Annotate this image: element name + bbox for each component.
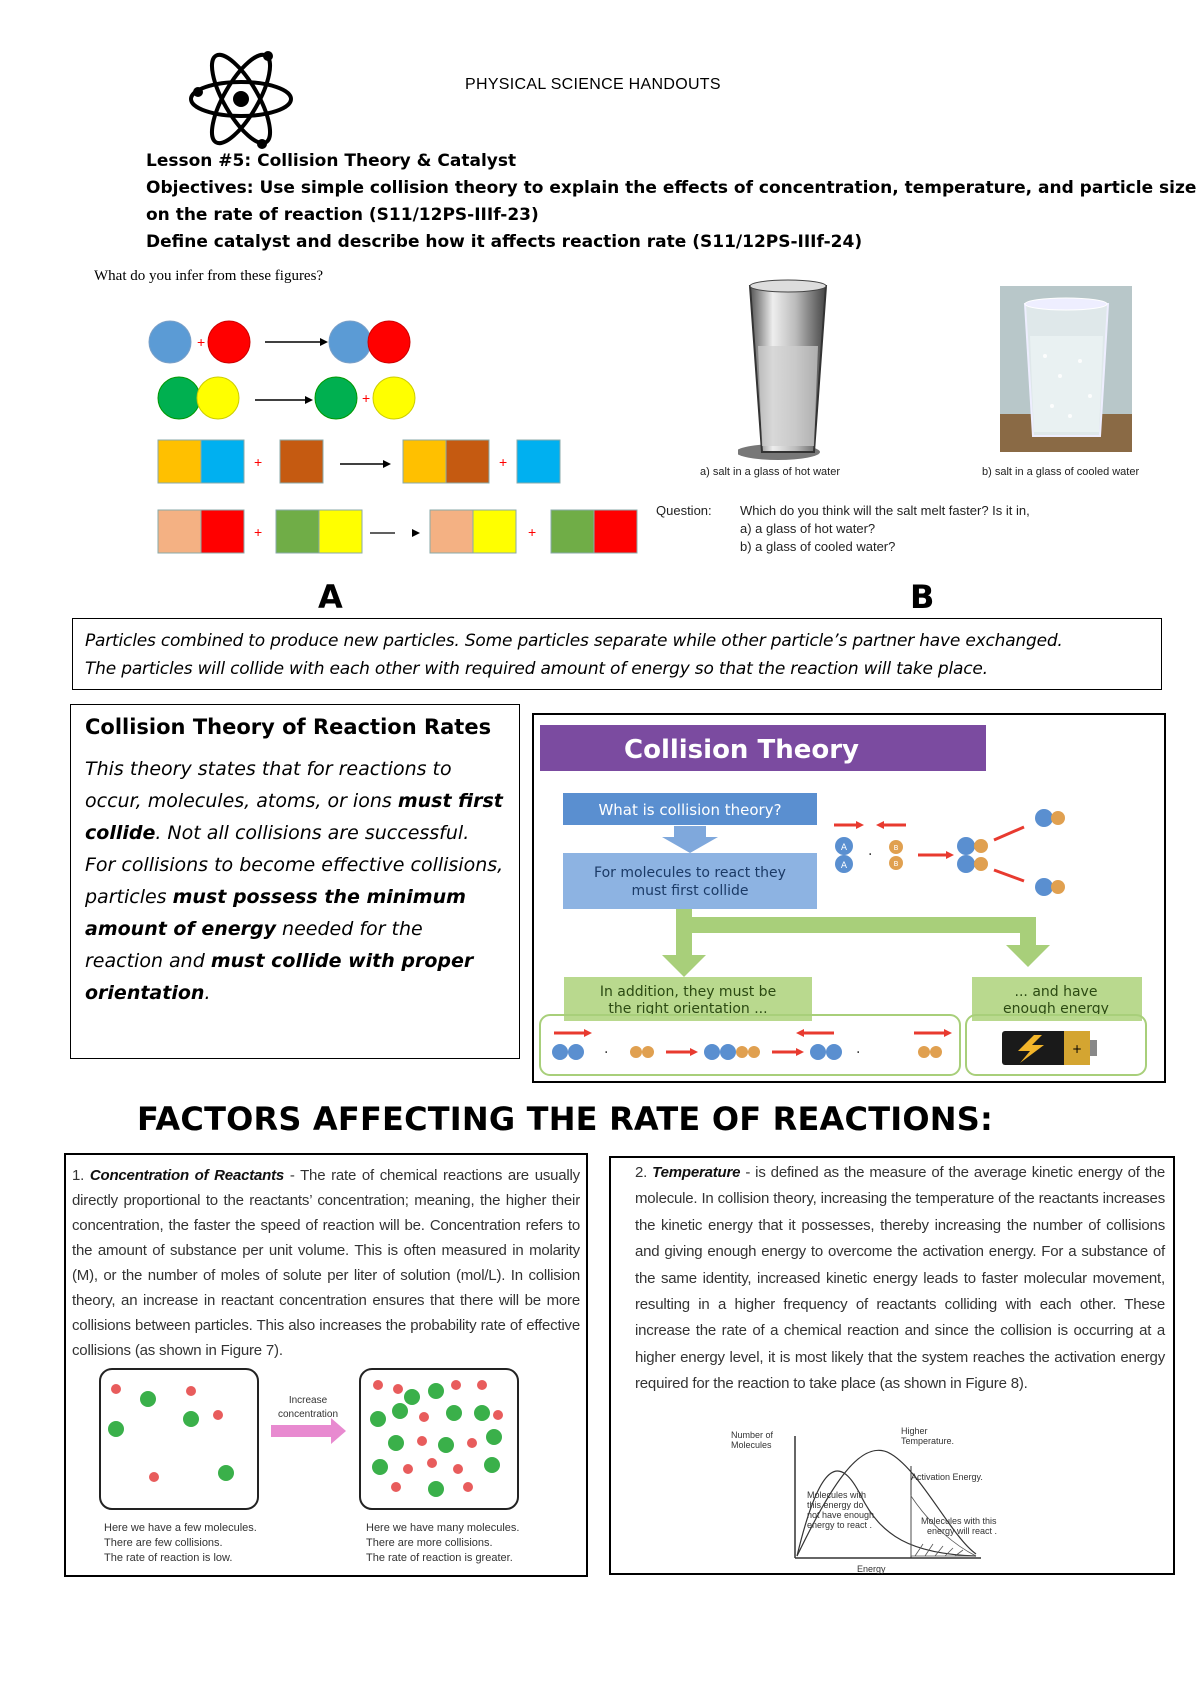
inference-answer-box: Particles combined to produce new partic… — [72, 618, 1162, 690]
page-header-title: PHYSICAL SCIENCE HANDOUTS — [465, 76, 721, 93]
figure-b-label: B — [910, 578, 935, 616]
factors-heading: FACTORS AFFECTING THE RATE OF REACTIONS: — [137, 1100, 993, 1138]
ct-title: Collision Theory — [624, 735, 859, 765]
svg-text:A: A — [841, 843, 848, 853]
svg-text:+: + — [197, 334, 205, 350]
theory-text-part: . — [204, 982, 211, 1004]
svg-text:+: + — [254, 454, 262, 470]
svg-text:must first collide: must first collide — [632, 883, 749, 899]
concentration-body: - The rate of chemical reactions are usu… — [72, 1167, 580, 1359]
theory-emphasis-energy: must possess the minimum amount of energ… — [85, 886, 466, 940]
question-text: Which do you think will the salt melt fa… — [740, 503, 1030, 518]
svg-text:·: · — [604, 1045, 608, 1061]
lesson-block: Lesson #5: Collision Theory & Catalyst O… — [146, 148, 1197, 256]
graph-low-4: energy to react . — [807, 1520, 872, 1530]
svg-text:·: · — [856, 1045, 860, 1061]
lesson-objective-1: Objectives: Use simple collision theory … — [146, 178, 1197, 198]
left-caption-2: There are few collisions. — [104, 1537, 223, 1549]
cooled-water-caption: b) salt in a glass of cooled water — [982, 466, 1140, 478]
question-body: Which do you think will the salt melt fa… — [740, 502, 1140, 556]
atom-icon — [189, 51, 293, 149]
temperature-body: - is defined as the measure of the avera… — [635, 1164, 1165, 1393]
graph-high-1: Molecules with this — [921, 1516, 997, 1526]
right-caption-3: The rate of reaction is greater. — [366, 1552, 513, 1564]
right-caption-1: Here we have many molecules. — [366, 1522, 519, 1534]
answer-line-2: The particles will collide with each oth… — [85, 659, 988, 679]
cooled-water-glass-image — [1000, 286, 1132, 452]
lesson-objective-2: Define catalyst and describe how it affe… — [146, 232, 863, 252]
graph-activation: Activation Energy. — [911, 1472, 983, 1482]
temperature-paragraph: 2. Temperature - is defined as the measu… — [635, 1160, 1165, 1398]
theory-text: This theory states that for reactions to… — [85, 753, 505, 1009]
svg-text:+: + — [1072, 1042, 1082, 1056]
question-option-b: b) a glass of cooled water? — [740, 539, 896, 554]
svg-text:For molecules to react they: For molecules to react they — [594, 865, 786, 881]
theory-text-part: This theory states that for reactions to… — [85, 758, 452, 812]
collision-theory-graphic: Collision Theory What is collision theor… — [539, 725, 1147, 1076]
svg-text:the right orientation ...: the right orientation ... — [608, 1001, 767, 1017]
theory-emphasis-collide: must first collide — [85, 790, 503, 844]
collision-theory-diagram: Collision Theory What is collision theor… — [532, 713, 1166, 1083]
right-caption-2: There are more collisions. — [366, 1537, 493, 1549]
collision-theory-text-box: Collision Theory of Reaction Rates This … — [70, 704, 520, 1059]
figure-a-particles: + + + + + + — [148, 320, 638, 554]
svg-text:+: + — [499, 454, 507, 470]
concentration-heading: Concentration of Reactants — [89, 1167, 285, 1184]
graph-low-2: this energy do — [807, 1500, 864, 1510]
svg-text:+: + — [362, 390, 370, 406]
concentration-box: 1. Concentration of Reactants - The rate… — [64, 1153, 588, 1577]
svg-text:+: + — [528, 524, 536, 540]
graph-higher-2: Temperature. — [901, 1436, 954, 1446]
svg-text:B: B — [894, 860, 899, 868]
question-label: Question: — [656, 503, 712, 518]
svg-text:enough energy: enough energy — [1003, 1001, 1109, 1017]
figure-a-label: A — [318, 578, 343, 616]
question-option-a: a) a glass of hot water? — [740, 521, 876, 536]
concentration-number: 1. — [72, 1167, 90, 1184]
infer-prompt: What do you infer from these figures? — [94, 268, 324, 284]
graph-low-3: not have enough — [807, 1510, 874, 1520]
svg-text:B: B — [894, 844, 899, 852]
temperature-heading: Temperature — [652, 1164, 741, 1181]
graph-high-2: energy will react . — [927, 1526, 997, 1536]
graph-higher-1: Higher — [901, 1426, 928, 1436]
concentration-label: concentration — [278, 1409, 338, 1420]
temperature-energy-graph: Number of Molecules Higher Temperature. … — [731, 1426, 997, 1574]
graph-ylabel-1: Number of — [731, 1430, 774, 1440]
svg-text:+: + — [254, 524, 262, 540]
left-caption-1: Here we have a few molecules. — [104, 1522, 257, 1534]
left-caption-3: The rate of reaction is low. — [104, 1552, 232, 1564]
increase-label: Increase — [289, 1395, 328, 1406]
theory-title: Collision Theory of Reaction Rates — [85, 715, 492, 739]
temperature-number: 2. — [635, 1164, 653, 1181]
svg-text:... and have: ... and have — [1015, 984, 1098, 1000]
ct-question: What is collision theory? — [598, 801, 781, 819]
graph-xlabel: Energy — [857, 1564, 886, 1574]
concentration-figure: Increase concentration Here we have a fe… — [99, 1368, 519, 1564]
concentration-paragraph: 1. Concentration of Reactants - The rate… — [72, 1163, 580, 1363]
svg-text:In addition, they must be: In addition, they must be — [600, 984, 776, 1000]
theory-emphasis-orientation: must collide with proper orientation — [85, 950, 474, 1004]
hot-water-caption: a) salt in a glass of hot water — [700, 466, 841, 478]
graph-ylabel-2: Molecules — [731, 1440, 772, 1450]
svg-text:·: · — [868, 847, 872, 863]
temperature-box: 2. Temperature - is defined as the measu… — [609, 1156, 1175, 1575]
theory-text-part: needed for the reaction and — [85, 918, 423, 972]
hot-water-glass-image — [738, 279, 828, 460]
graph-low-1: Molecules with — [807, 1490, 866, 1500]
lesson-objective-1-cont: on the rate of reaction (S11/12PS-IIIf-2… — [146, 205, 539, 225]
lesson-title: Lesson #5: Collision Theory & Catalyst — [146, 151, 517, 171]
theory-text-part: . Not all collisions are successful. For… — [85, 822, 504, 908]
svg-text:A: A — [841, 861, 848, 871]
answer-line-1: Particles combined to produce new partic… — [85, 631, 1063, 651]
